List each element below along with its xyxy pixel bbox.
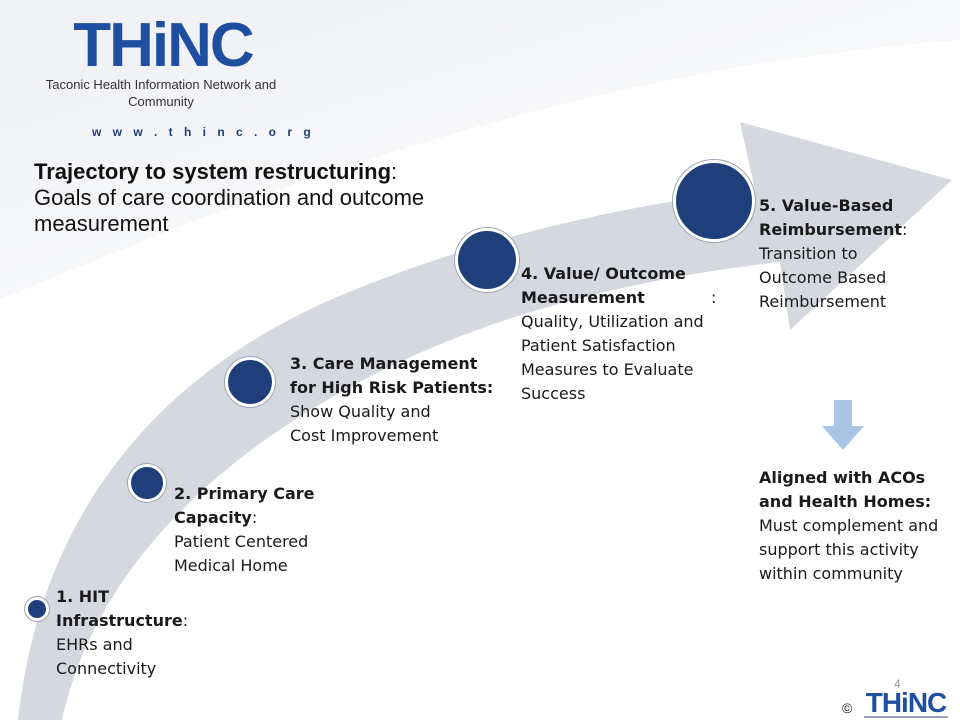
step-4-sep: :: [711, 288, 717, 307]
step-3-dot: [225, 357, 275, 407]
thinc-logo: THiNC: [73, 14, 256, 74]
step-4-text: 4. Value/ Outcome Measurement: Quality, …: [521, 262, 731, 406]
step-5-sep: :: [902, 220, 908, 239]
step-4-dot: [455, 228, 519, 292]
step-1-sep: :: [182, 611, 189, 630]
step-1-body: EHRs and Connectivity: [56, 635, 157, 678]
footer-logo-text: THiNC: [866, 687, 947, 718]
step-5-dot: [673, 160, 755, 242]
footer-logo: THiNC: [864, 687, 948, 718]
aligned-heading: Aligned with ACOs and Health Homes:: [759, 468, 932, 511]
step-2-body: Patient Centered Medical Home: [174, 532, 309, 575]
step-5-text: 5. Value-Based Reimbursement: Transition…: [759, 194, 929, 314]
step-4-heading: 4. Value/ Outcome Measurement: [521, 264, 686, 307]
step-3-heading: 3. Care Management for High Risk Patient…: [290, 354, 494, 397]
step-5-heading: 5. Value-Based Reimbursement: [759, 196, 902, 239]
step-2-sep: :: [251, 508, 258, 527]
down-arrow-icon: [822, 400, 864, 450]
title-rest: Goals of care coordination and outcome m…: [34, 185, 425, 236]
page-number: 4: [894, 677, 901, 691]
aligned-body: Must complement and support this activit…: [759, 516, 939, 583]
step-1-text: 1. HIT Infrastructure: EHRs and Connecti…: [56, 585, 206, 681]
slide-title: Trajectory to system restructuring:Goals…: [34, 159, 504, 237]
copyright-symbol: ©: [842, 700, 853, 716]
logo-subtitle: Taconic Health Information Network and C…: [45, 77, 277, 109]
step-1-heading: 1. HIT Infrastructure: [56, 587, 183, 630]
title-bold: Trajectory to system restructuring: [34, 159, 392, 184]
step-2-heading: 2. Primary Care Capacity: [174, 484, 315, 527]
step-1-dot: [25, 597, 49, 621]
step-3-body: Show Quality and Cost Improvement: [290, 402, 439, 445]
background-swoosh: [0, 0, 960, 300]
logo-url: w w w . t h i n c . o r g: [92, 125, 315, 139]
trajectory-arrow: [18, 122, 952, 720]
step-2-text: 2. Primary Care Capacity: Patient Center…: [174, 482, 324, 578]
logo-text: THiNC: [73, 14, 254, 74]
step-4-body: Quality, Utilization and Patient Satisfa…: [521, 312, 704, 403]
step-3-text: 3. Care Management for High Risk Patient…: [290, 352, 505, 448]
aligned-text: Aligned with ACOs and Health Homes: Must…: [759, 466, 949, 586]
title-colon: :: [391, 159, 398, 184]
step-5-body: Transition to Outcome Based Reimbursemen…: [759, 244, 887, 311]
step-2-dot: [128, 464, 166, 502]
